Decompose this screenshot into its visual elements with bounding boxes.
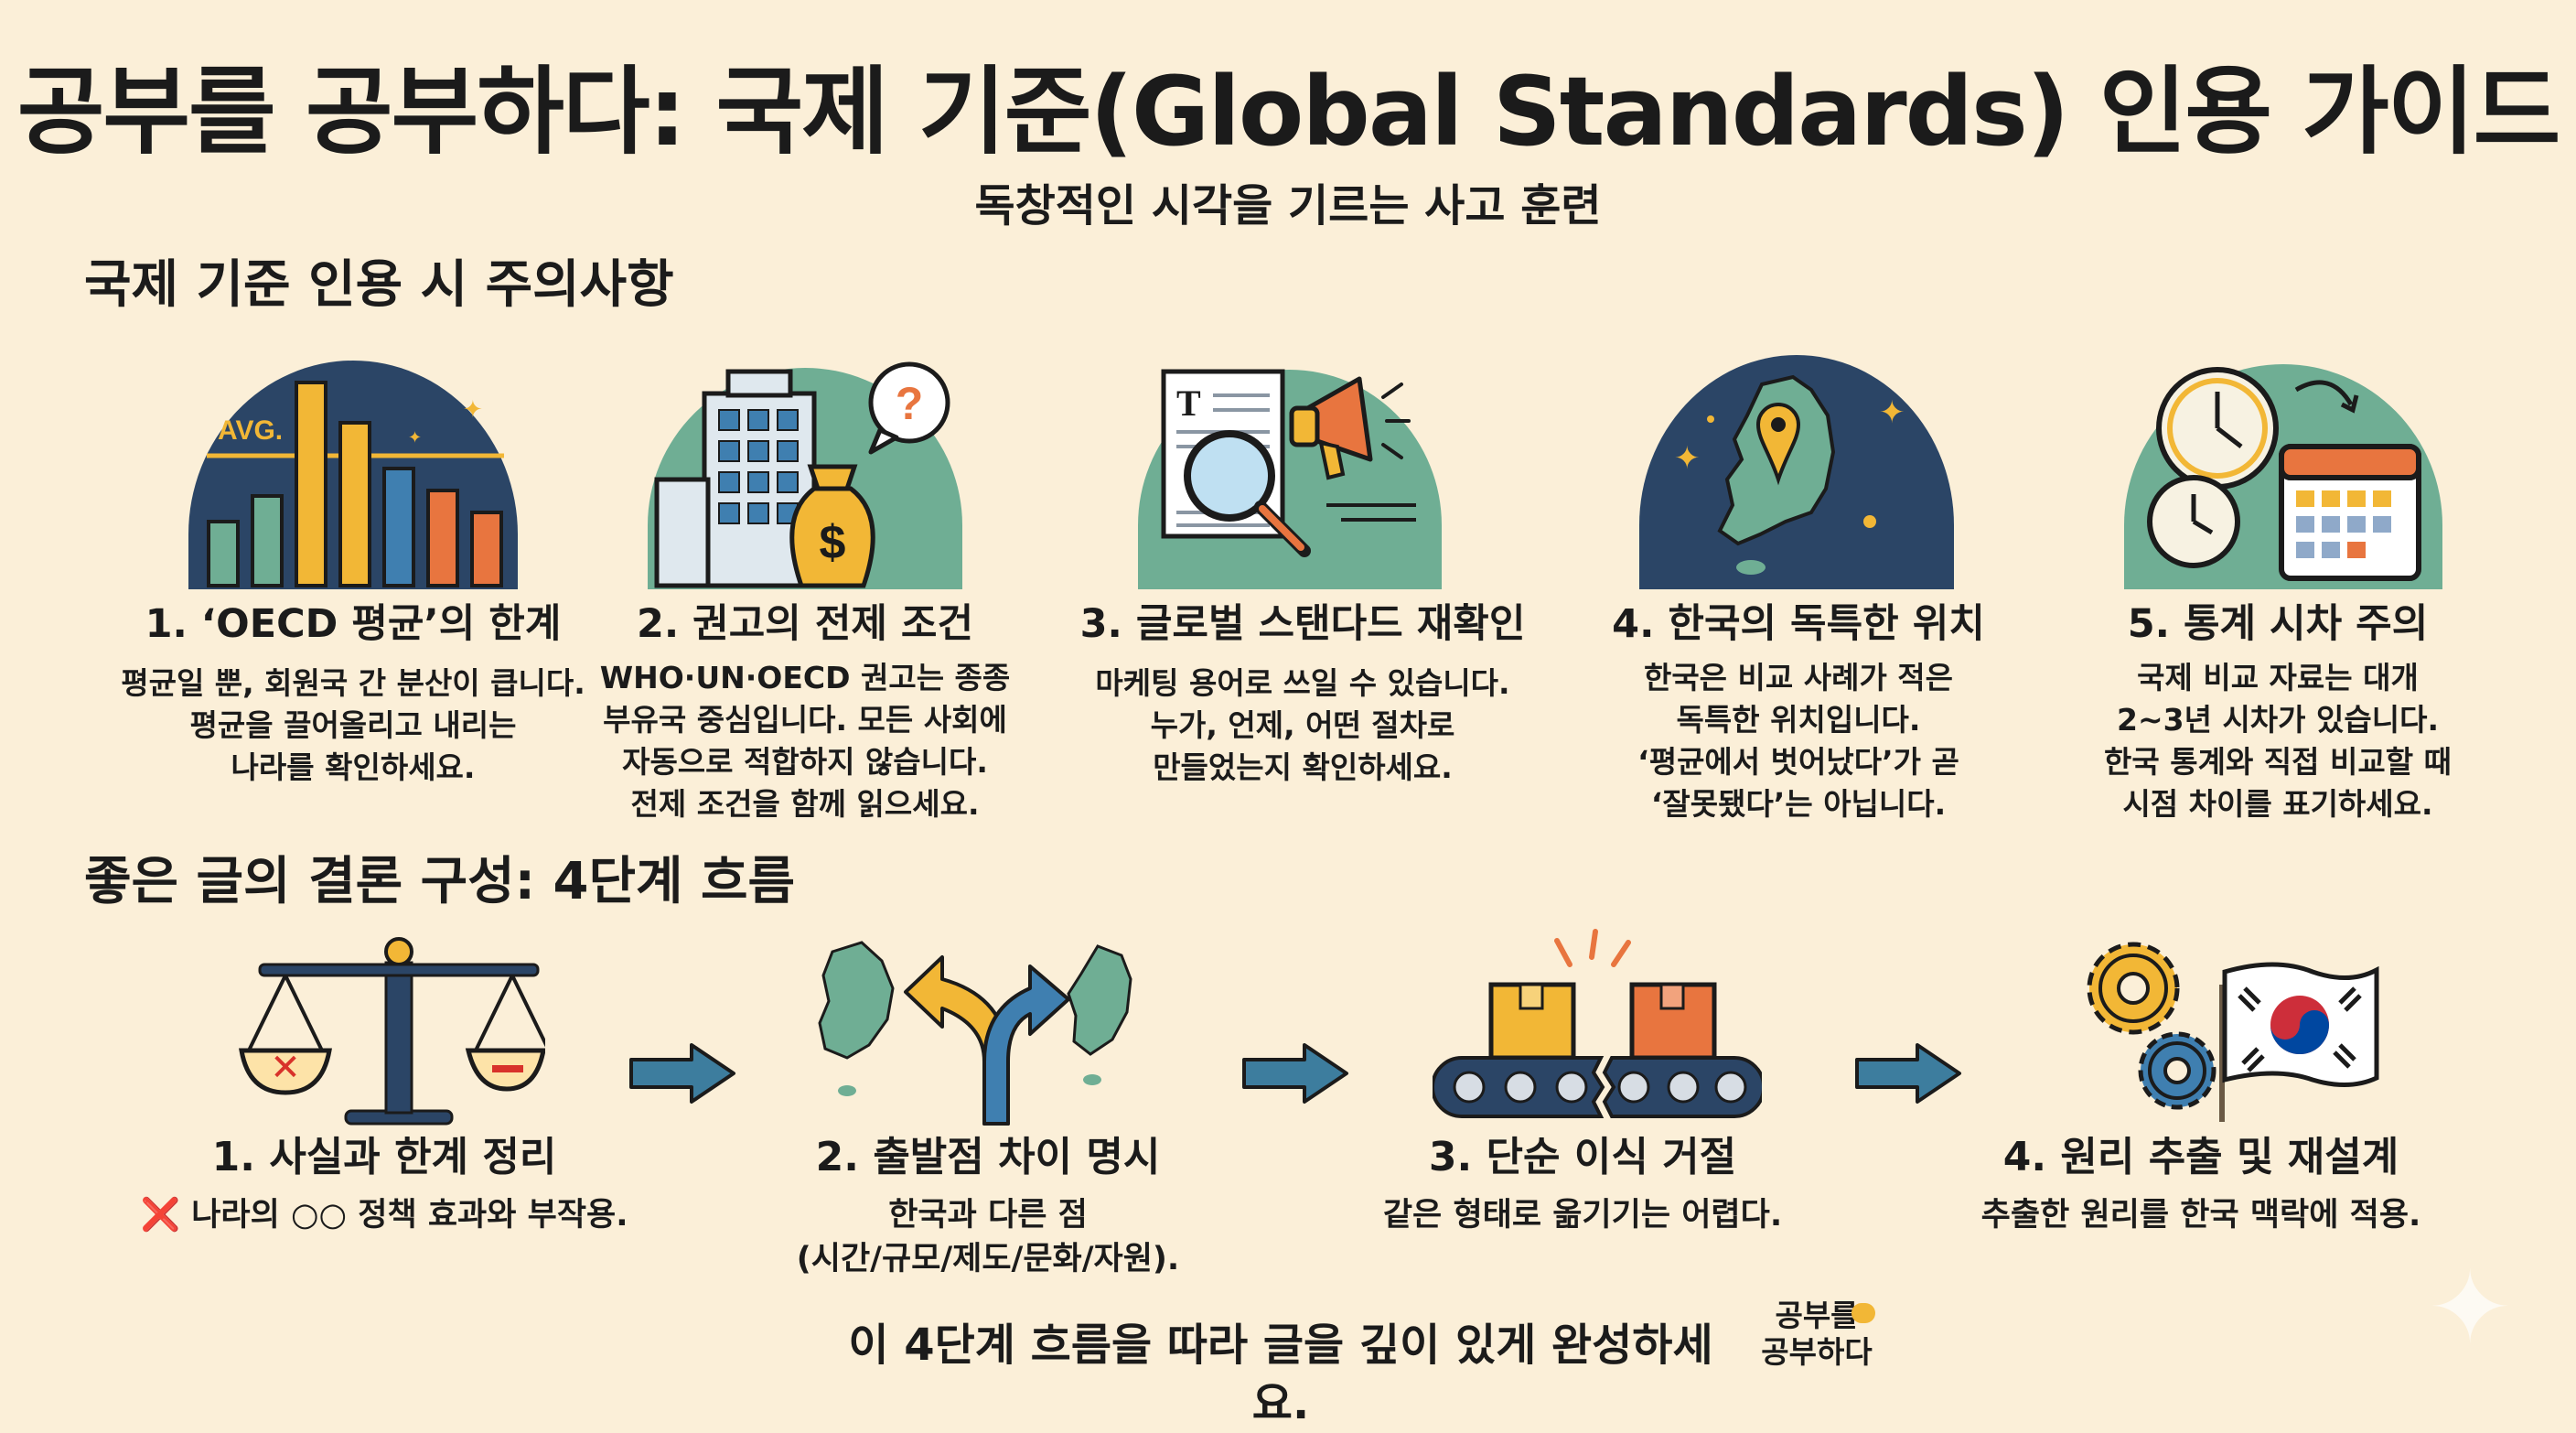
step-title-3: 3. 단순 이식 거절 xyxy=(1428,1134,1737,1180)
step-body-2: 한국과 다른 점 (시간/규모/제도/문화/자원). xyxy=(796,1197,1180,1277)
caution-title-3: 3. 글로벌 스탠다드 재확인 xyxy=(1079,601,1526,647)
svg-text:$: $ xyxy=(820,516,846,569)
x-mark-icon: ❌ xyxy=(140,1197,181,1234)
balance-scale-icon: ✕ xyxy=(216,924,545,1126)
caution-body-1: 평균일 뿐, 회원국 간 분산이 큽니다. 평균을 끌어올리고 내리는 나라를 … xyxy=(121,665,585,785)
svg-text:✕: ✕ xyxy=(270,1047,301,1089)
flow-arrow-1-icon xyxy=(628,1041,737,1105)
avg-label: AVG. xyxy=(218,415,283,446)
step-title-4: 4. 원리 추출 및 재설계 xyxy=(2002,1134,2399,1180)
caution-title-1: 1. ‘OECD 평균’의 한계 xyxy=(145,601,562,647)
page-title: 공부를 공부하다: 국제 기준(Global Standards) 인용 가이드 xyxy=(16,56,2561,167)
caution-body-4: 한국은 비교 사례가 적은 독특한 위치입니다. ‘평균에서 벗어났다’가 곧 … xyxy=(1637,660,1959,822)
gears-flag-icon xyxy=(2075,924,2404,1126)
caution-body-5: 국제 비교 자료는 대개 2~3년 시차가 있습니다. 한국 통계와 직접 비교… xyxy=(2104,660,2452,822)
magnifier-megaphone-icon: T xyxy=(1125,351,1454,589)
conveyor-boxes-icon xyxy=(1433,924,1762,1126)
money-bag-building-icon: $ ? xyxy=(640,351,970,589)
svg-text:✦: ✦ xyxy=(1674,440,1701,477)
caution-title-5: 5. 통계 시차 주의 xyxy=(2127,601,2429,647)
flow-section-heading: 좋은 글의 결론 구성: 4단계 흐름 xyxy=(84,852,796,911)
svg-text:✦: ✦ xyxy=(408,428,422,447)
step-body-1: ❌ 나라의 ○○ 정책 효과와 부작용. xyxy=(64,1193,704,1237)
step-title-1: 1. 사실과 한계 정리 xyxy=(211,1134,557,1180)
speech-bubble-icon xyxy=(1852,1303,1875,1323)
caution-body-3: 마케팅 용어로 쓰일 수 있습니다. 누가, 언제, 어떤 절차로 만들었는지 … xyxy=(1095,665,1510,785)
caution-section-heading: 국제 기준 인용 시 주의사항 xyxy=(84,255,674,315)
bar-chart-icon: AVG. ✦ ✦ xyxy=(188,351,518,589)
caution-title-4: 4. 한국의 독특한 위치 xyxy=(1612,601,1985,647)
step-body-4: 추출한 원리를 한국 맥락에 적용. xyxy=(1980,1197,2421,1234)
svg-text:✦: ✦ xyxy=(463,396,483,424)
sparkle-icon: ✦ xyxy=(2428,1249,2513,1366)
step-body-1-text: 나라의 ○○ 정책 효과와 부작용. xyxy=(191,1197,628,1234)
caution-body-2: WHO·UN·OECD 권고는 종종 부유국 중심입니다. 모든 사회에 자동으… xyxy=(599,660,1011,822)
flow-arrow-2-icon xyxy=(1240,1041,1350,1105)
korea-map-pin-icon: ✦ ✦ xyxy=(1632,351,1961,589)
document-letter: T xyxy=(1176,382,1201,424)
svg-text:✦: ✦ xyxy=(1879,394,1905,431)
question-mark: ? xyxy=(896,378,924,429)
brand-line-1: 공부를 xyxy=(1775,1298,1859,1333)
page-subtitle: 독창적인 시각을 기르는 사고 훈련 xyxy=(974,180,1602,232)
caution-title-2: 2. 권고의 전제 조건 xyxy=(636,601,974,647)
flow-arrow-3-icon xyxy=(1853,1041,1963,1105)
clock-calendar-icon xyxy=(2119,351,2448,589)
step-title-2: 2. 출발점 차이 명시 xyxy=(815,1134,1161,1180)
diverging-arrows-icon xyxy=(805,924,1134,1126)
closing-message: 이 4단계 흐름을 따라 글을 깊이 있게 완성하세요. xyxy=(848,1320,1713,1429)
brand-logo: 공부를 공부하다 xyxy=(1734,1298,1899,1371)
brand-line-2: 공부하다 xyxy=(1761,1334,1873,1370)
step-body-3: 같은 형태로 옮기기는 어렵다. xyxy=(1382,1197,1783,1234)
